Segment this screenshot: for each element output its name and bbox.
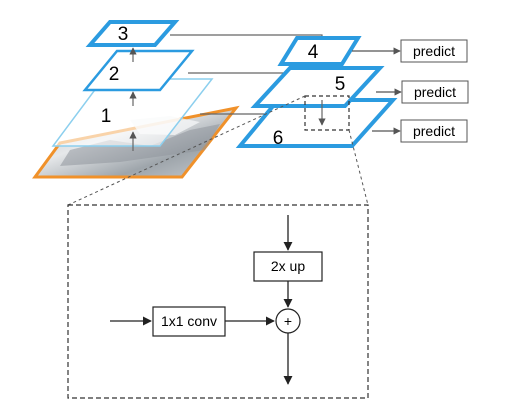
conv-label: 1x1 conv (161, 313, 217, 329)
predict-box-6 (400, 119, 468, 143)
pyramid-level-6-label: 6 (273, 128, 284, 149)
predict-box-5 (401, 80, 469, 104)
pyramid-level-5-label: 5 (335, 74, 346, 95)
pyramid-level-3-plane (85, 20, 180, 47)
upsample-label: 2x up (271, 258, 305, 274)
zoom-region-box (304, 95, 350, 131)
zoom-guide-line (67, 95, 306, 206)
predict-label-6: predict (413, 123, 455, 139)
predict-label-5: predict (414, 84, 456, 100)
sum-symbol: + (284, 313, 292, 329)
upsample-box (253, 251, 323, 282)
zoom-guide-line (348, 129, 369, 206)
predict-label-4: predict (413, 43, 455, 59)
pyramid-level-6-plane (235, 98, 398, 148)
pyramid-level-4-label: 4 (308, 42, 319, 63)
pyramid-level-2-label: 2 (109, 64, 120, 85)
predict-box-4 (400, 39, 468, 63)
pyramid-level-2-plane (82, 49, 195, 92)
pyramid-level-1-label: 1 (101, 106, 112, 127)
pyramid-level-1-plane (51, 78, 214, 147)
pyramid-level-4-plane (277, 36, 362, 66)
pyramid-level-3-label: 3 (118, 24, 129, 45)
detail-panel (67, 204, 369, 399)
